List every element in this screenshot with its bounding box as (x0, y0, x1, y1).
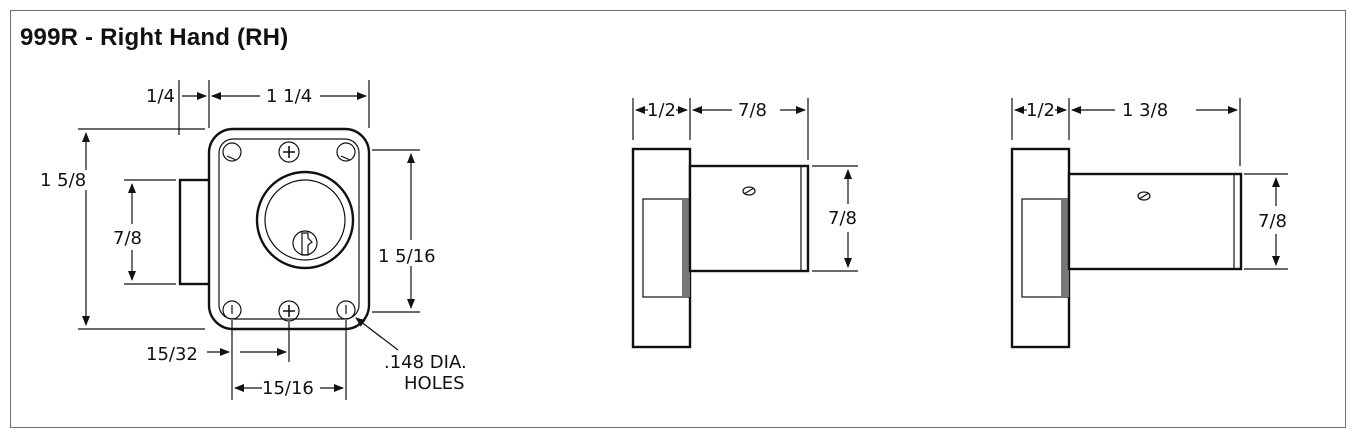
dim-flange-1: 1/2 (647, 100, 676, 121)
set-screw-icon (742, 186, 756, 196)
dim-top-left: 1/4 (146, 86, 175, 107)
dim-cylinder-height: 7/8 (113, 228, 142, 249)
page-title: 999R - Right Hand (RH) (20, 24, 289, 51)
lock-case-inner (218, 138, 360, 320)
set-screw-icon (1137, 191, 1151, 201)
cylinder-body (1067, 172, 1243, 271)
dim-height-1: 7/8 (828, 208, 857, 229)
note-hole-dia: .148 DIA. (384, 352, 467, 373)
flange-shade (682, 199, 690, 297)
dim-length-2: 1 3/8 (1122, 100, 1168, 121)
side-view-2: 1/2 1 3/8 7/8 (1010, 98, 1288, 349)
flange (1010, 147, 1071, 349)
cylinder-keyway (255, 170, 355, 270)
dim-flange-2: 1/2 (1026, 100, 1055, 121)
screw-bottom-icon (278, 300, 300, 322)
screw-top-icon (278, 141, 300, 163)
cylinder-body (688, 164, 810, 273)
dim-overall-height: 1 5/8 (40, 170, 86, 191)
corner-holes (222, 142, 356, 320)
side-view-1: 1/2 7/8 7/8 (631, 98, 858, 349)
dim-hole-offset: 15/32 (146, 344, 198, 365)
note-holes: HOLES (404, 373, 465, 394)
dim-top-width: 1 1/4 (266, 86, 312, 107)
dim-length-1: 7/8 (738, 100, 767, 121)
dim-hole-spacing: 15/16 (262, 378, 314, 399)
dim-right-height: 1 5/16 (378, 246, 436, 267)
front-view: 1/4 1 1/4 1 5/8 7/8 1 5/16 15/32 15/16 (40, 80, 467, 400)
flange-shade (1061, 199, 1069, 297)
flange (631, 147, 692, 349)
dim-height-2: 7/8 (1258, 211, 1287, 232)
